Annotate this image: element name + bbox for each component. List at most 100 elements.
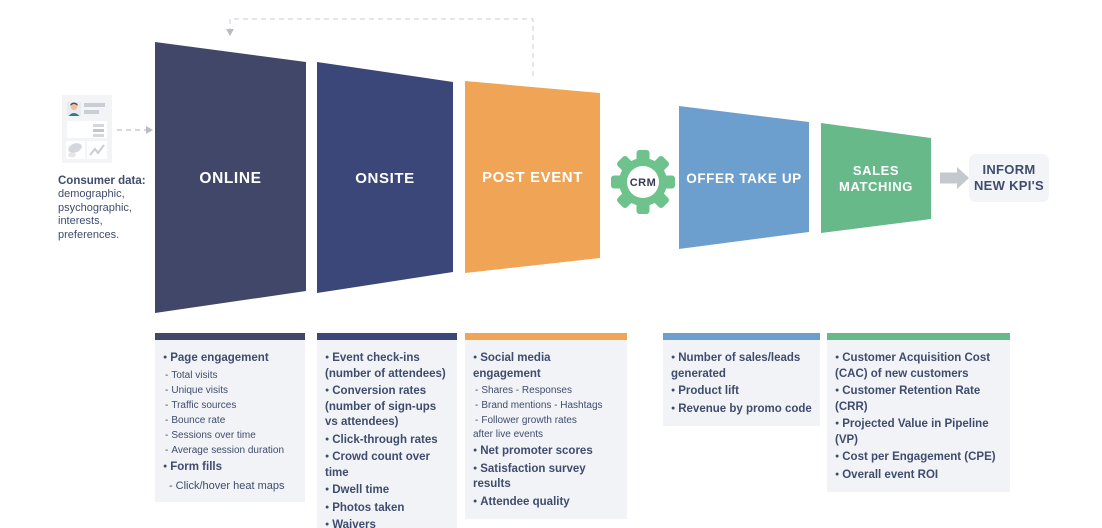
list-item-text: Crowd count over time xyxy=(325,451,430,479)
arrow-right-icon xyxy=(146,126,153,134)
metrics-box-online: ●Page engagement-Total visits-Unique vis… xyxy=(155,333,305,502)
inform-new-kpis-box: INFORM NEW KPI'S xyxy=(969,154,1049,202)
list-item-text: Projected Value in Pipeline (VP) xyxy=(835,418,989,446)
list-item-text: Attendee quality xyxy=(480,495,570,508)
consumer-data-document-icon xyxy=(62,95,112,163)
list-item: ●Overall event ROI xyxy=(835,467,1002,484)
list-item-text: Satisfaction survey results xyxy=(473,462,586,491)
list-item: -Traffic sources xyxy=(163,398,297,413)
consumer-data-detail: interests, xyxy=(58,215,103,227)
list-item: ●Form fills xyxy=(163,459,297,476)
list-item: -Follower growth rates xyxy=(473,413,619,428)
stage-label-onsite: ONSITE xyxy=(355,170,415,187)
list-item-text: Follower growth rates xyxy=(481,415,577,426)
arrow-down-icon xyxy=(226,29,234,36)
bullet-icon: ● xyxy=(835,470,840,478)
stage-label-online: ONLINE xyxy=(199,170,262,187)
metrics-box-post-event: ●Social media engagement-Shares - Respon… xyxy=(465,333,627,519)
metrics-box-sales-matching: ● Customer Acquisition Cost (CAC) of new … xyxy=(827,333,1010,492)
bullet-icon: ● xyxy=(325,435,330,443)
list-item-text: Social media engagement xyxy=(473,352,551,380)
bullet-icon: ● xyxy=(473,497,478,505)
list-item-text: Customer Retention Rate (CRR) xyxy=(835,385,981,413)
list-item: -Bounce rate xyxy=(163,413,297,428)
list-item: ●Social media engagement xyxy=(473,350,619,382)
dash-icon: - xyxy=(475,415,479,426)
metrics-list-sales-matching: ● Customer Acquisition Cost (CAC) of new … xyxy=(827,340,1010,492)
list-item-text: Photos taken xyxy=(332,501,405,514)
metrics-list-onsite: ●Event check-ins (number of attendees)●C… xyxy=(317,340,457,528)
bullet-icon: ● xyxy=(325,453,330,460)
kpi-line-2: NEW KPI'S xyxy=(973,178,1045,193)
stage-shape-offer-take-up xyxy=(679,106,809,249)
list-item-text: Form fills xyxy=(170,460,222,473)
bullet-icon: ● xyxy=(835,420,840,427)
list-item-text: Average session duration xyxy=(171,444,285,456)
bullet-icon: ● xyxy=(835,453,840,460)
list-item-text: Product lift xyxy=(678,385,739,397)
bullet-icon: ● xyxy=(325,521,330,528)
crm-label: CRM xyxy=(630,177,657,189)
stage-label-sales-matching: SALES MATCHING xyxy=(839,163,913,194)
bullet-icon: ● xyxy=(671,354,676,361)
list-item: -Click/hover heat maps xyxy=(163,478,297,494)
dash-icon: - xyxy=(169,480,173,492)
bullet-icon: ● xyxy=(473,464,478,472)
bullet-icon: ● xyxy=(325,486,330,493)
list-item: ●Revenue by promo code xyxy=(671,401,812,418)
list-item: ●Conversion rates (number of sign-ups vs… xyxy=(325,383,449,431)
metrics-list-post-event: ●Social media engagement-Shares - Respon… xyxy=(465,340,627,519)
list-item: ●Page engagement xyxy=(163,350,297,367)
list-item-text: Conversion rates (number of sign-ups vs … xyxy=(325,385,437,428)
list-item: after live events xyxy=(473,428,619,442)
list-item-text: Traffic sources xyxy=(171,399,237,411)
consumer-data-title: Consumer data: xyxy=(58,175,146,187)
list-item-text: Sessions over time xyxy=(171,429,256,441)
bullet-icon: ● xyxy=(835,387,840,394)
list-item-text: Page engagement xyxy=(170,352,269,364)
list-item-text: Cost per Engagement (CPE) xyxy=(842,451,996,463)
feedback-dashed-connector xyxy=(229,18,534,76)
stage-shape-sales-matching xyxy=(821,123,931,233)
list-item: -Average session duration xyxy=(163,443,297,458)
bullet-icon: ● xyxy=(325,503,330,511)
list-item: ●Projected Value in Pipeline (VP) xyxy=(835,416,1002,448)
consumer-data-card xyxy=(62,95,112,163)
list-item-text: Revenue by promo code xyxy=(678,402,812,415)
list-item: ●Number of sales/leads generated xyxy=(671,350,812,382)
list-item-text: Unique visits xyxy=(171,384,229,396)
list-item-text: Dwell time xyxy=(332,484,390,496)
dash-icon: - xyxy=(165,399,169,411)
metrics-list-offer-take-up: ●Number of sales/leads generated●Product… xyxy=(663,340,820,426)
list-item: ●Crowd count over time xyxy=(325,449,449,481)
list-item-text: Brand mentions - Hashtags xyxy=(481,400,603,411)
stage-label-post-event: POST EVENT xyxy=(481,169,584,186)
dash-icon: - xyxy=(165,414,169,426)
list-item-text: Customer Acquisition Cost (CAC) of new c… xyxy=(835,352,991,380)
list-item-text: Event check-ins (number of attendees) xyxy=(325,352,446,380)
consumer-data-detail: preferences. xyxy=(58,228,120,241)
consumer-data-detail: psychographic, xyxy=(58,201,132,214)
dash-icon: - xyxy=(475,400,479,411)
list-item-text: Click-through rates xyxy=(332,433,438,446)
list-item: -Total visits xyxy=(163,368,297,383)
list-item: ●Product lift xyxy=(671,383,812,400)
metrics-bar-sales-matching xyxy=(827,333,1010,340)
list-item: ●Dwell time xyxy=(325,482,449,499)
list-item: ●Customer Acquisition Cost (CAC) of new … xyxy=(835,350,1002,382)
list-item-text: Shares - Responses xyxy=(481,385,572,396)
metrics-bar-online xyxy=(155,333,305,340)
metrics-bar-onsite xyxy=(317,333,457,340)
list-item: ●Photos taken xyxy=(325,500,449,517)
bullet-icon: ● xyxy=(473,447,478,454)
list-item: -Sessions over time xyxy=(163,428,297,443)
metrics-box-offer-take-up: ●Number of sales/leads generated●Product… xyxy=(663,333,820,426)
list-item: ●Event check-ins (number of attendees) xyxy=(325,350,449,382)
list-item: ●Attendee quality xyxy=(473,494,619,511)
bullet-icon: ● xyxy=(163,354,168,361)
list-item-text: Total visits xyxy=(171,369,218,381)
list-item-text: Overall event ROI xyxy=(842,468,939,481)
dash-icon: - xyxy=(165,444,169,456)
consumer-data-detail: demographic, xyxy=(58,188,125,200)
bullet-icon: ● xyxy=(671,387,676,394)
